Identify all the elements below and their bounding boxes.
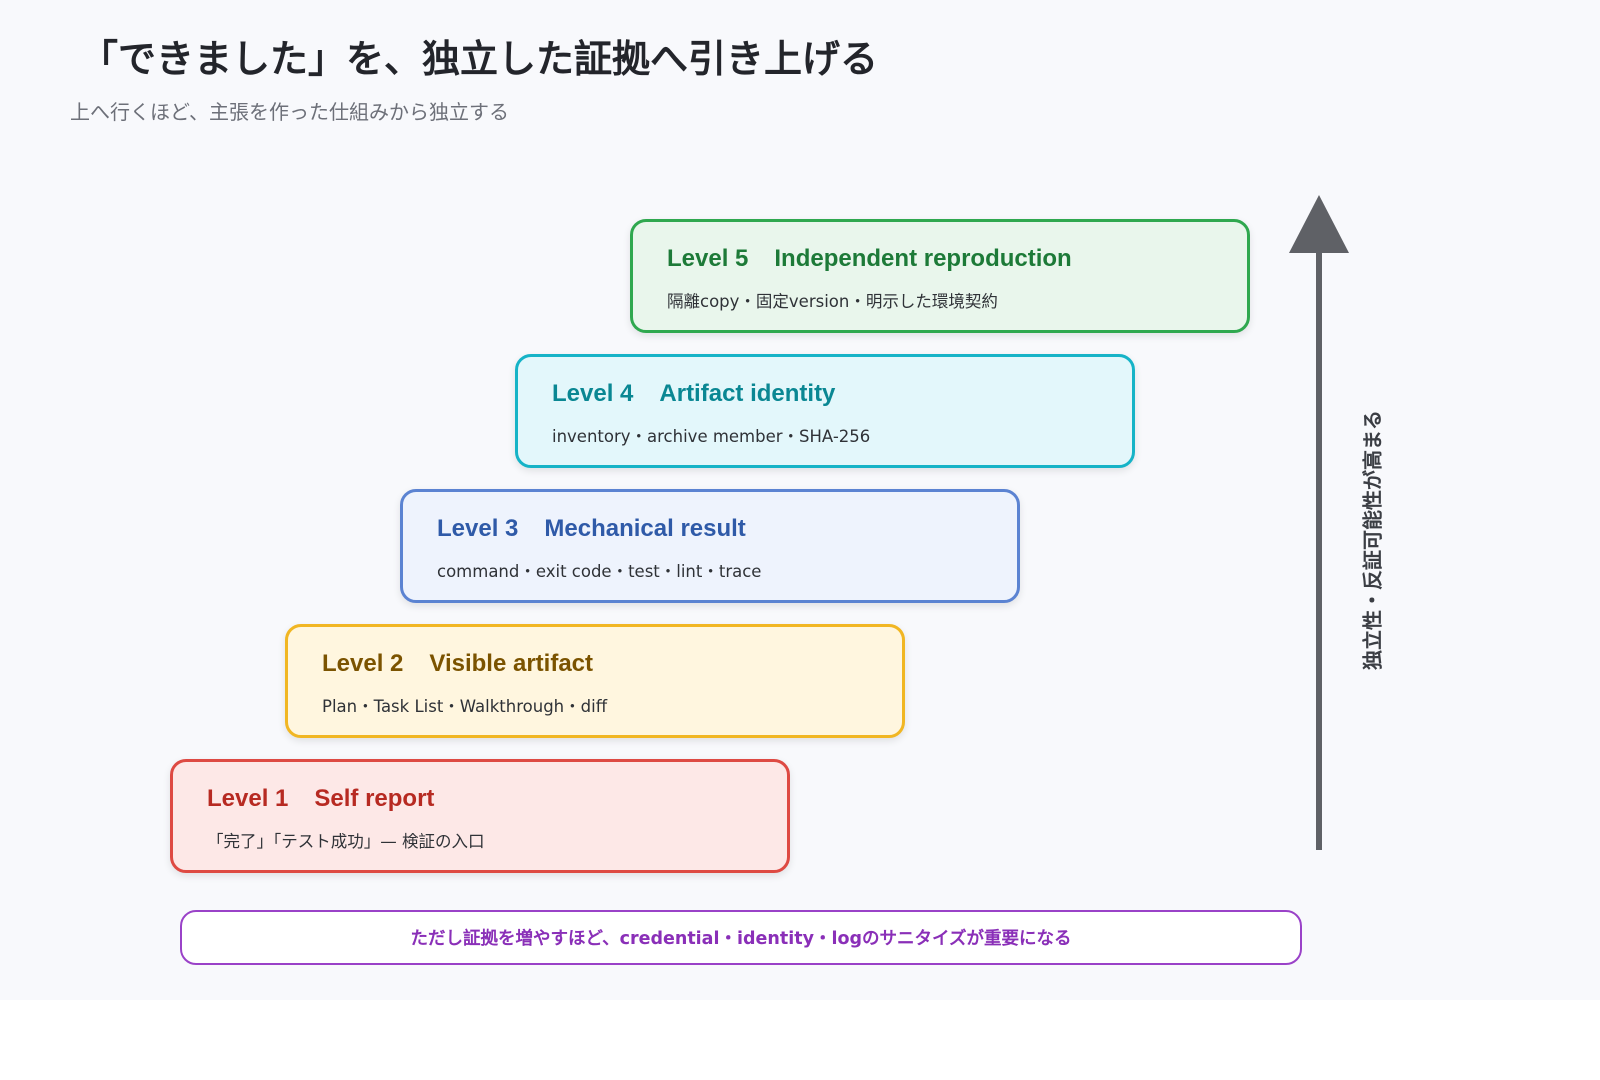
level-3-box: Level 3 Mechanical result command・exit co… [400, 489, 1020, 603]
level-1-number: Level 1 [207, 785, 289, 812]
caution-note: ただし証拠を増やすほど、credential・identity・logのサニタイ… [180, 910, 1302, 965]
axis-label: 独立性・反証可能性が高まる [1360, 410, 1385, 670]
level-1-name: Self report [314, 785, 435, 812]
diagram-canvas: 「できました」を、独立した証拠へ引き上げる 上へ行くほど、主張を作った仕組みから… [70, 37, 1385, 965]
level-3-name: Mechanical result [544, 515, 746, 542]
level-2-name: Visible artifact [429, 650, 594, 677]
level-5-description: 隔離copy・固定version・明示した環境契約 [667, 292, 998, 311]
level-1-heading: Level 1 Self report [207, 784, 753, 814]
level-4-heading: Level 4 Artifact identity [552, 379, 1098, 409]
arrow-head [1289, 195, 1349, 253]
level-5-box: Level 5 Independent reproduction 隔離copy・固… [630, 219, 1250, 333]
page-subtitle: 上へ行くほど、主張を作った仕組みから独立する [70, 100, 509, 124]
page-title: 「できました」を、独立した証拠へ引き上げる [80, 37, 879, 81]
level-4-name: Artifact identity [659, 380, 836, 407]
level-2-number: Level 2 [322, 650, 404, 677]
level-2-heading: Level 2 Visible artifact [322, 649, 868, 679]
level-4-description: inventory・archive member・SHA-256 [552, 427, 871, 446]
level-3-number: Level 3 [437, 515, 519, 542]
up-arrow-icon [1289, 195, 1349, 850]
level-5-name: Independent reproduction [774, 245, 1072, 272]
level-2-box: Level 2 Visible artifact Plan・Task List・W… [285, 624, 905, 738]
level-3-description: command・exit code・test・lint・trace [437, 562, 762, 581]
level-1-box: Level 1 Self report 「完了」「テスト成功」— 検証の入口 [170, 759, 790, 873]
level-3-heading: Level 3 Mechanical result [437, 514, 983, 544]
level-5-number: Level 5 [667, 245, 749, 272]
level-1-description: 「完了」「テスト成功」— 検証の入口 [207, 832, 485, 851]
level-4-number: Level 4 [552, 380, 634, 407]
arrow-shaft [1316, 250, 1322, 850]
level-4-box: Level 4 Artifact identity inventory・archi… [515, 354, 1135, 468]
level-2-description: Plan・Task List・Walkthrough・diff [322, 697, 608, 716]
level-5-heading: Level 5 Independent reproduction [667, 244, 1213, 274]
